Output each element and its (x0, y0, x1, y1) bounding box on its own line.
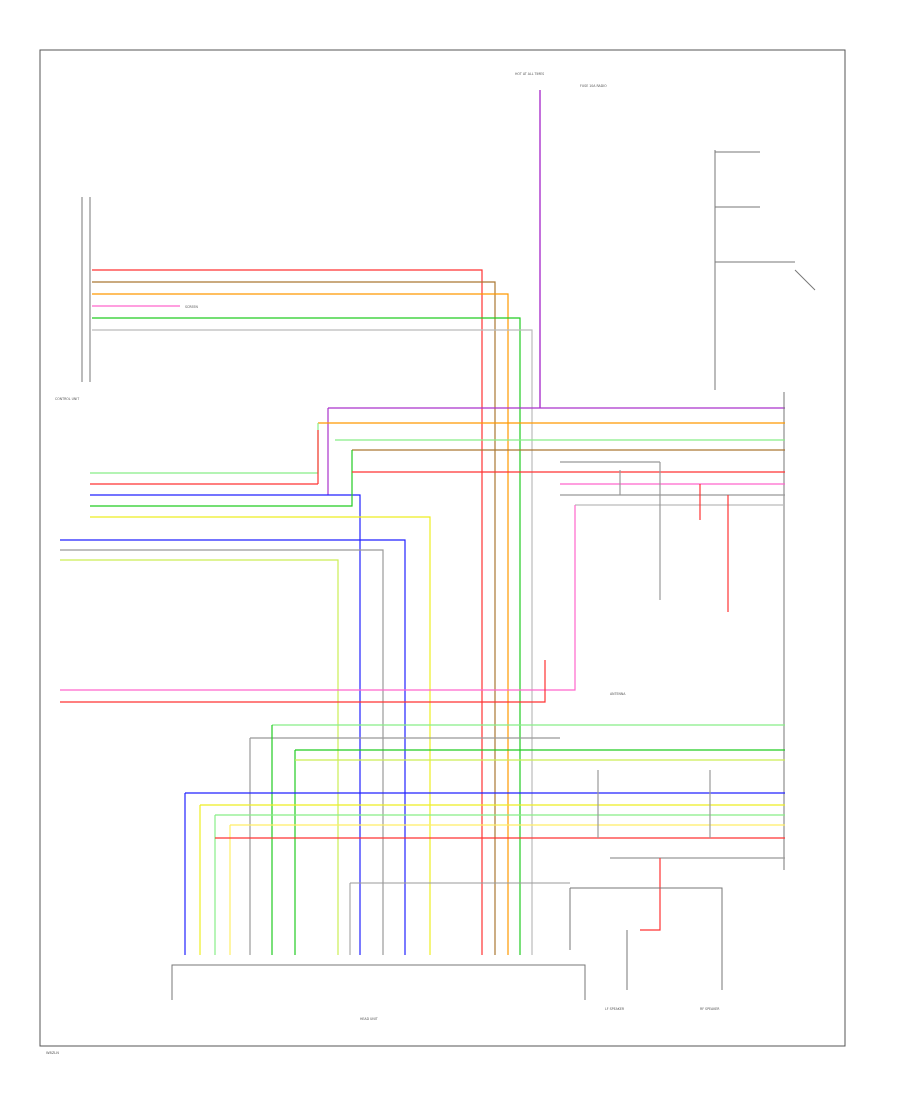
head-unit-block (171, 882, 586, 1000)
hot-all-times-sub-label: FUSE 10A RADIO (580, 84, 607, 88)
wires-lower (184, 724, 785, 955)
left-speaker-label: LF SPEAKER (605, 1007, 625, 1011)
diagram-border (39, 49, 846, 1047)
wires-upper-left (92, 269, 533, 955)
antenna-label: ANTENNA (610, 692, 626, 696)
left-connector-block (81, 197, 91, 382)
wires-left-middle (60, 505, 576, 955)
screen-label: SCREEN (185, 305, 198, 309)
wires-middle (90, 422, 785, 955)
right-speaker-label: RF SPEAKER (700, 1007, 720, 1011)
switch-area-upper-right (714, 150, 816, 390)
control-unit-label: CONTROL UNIT (55, 397, 79, 401)
hot-all-times-label: HOT AT ALL TIMES (515, 72, 544, 76)
head-unit-label: HEAD UNIT (360, 1017, 378, 1021)
bottom-right-components (569, 887, 723, 990)
footer-code: W8ZLN (46, 1051, 59, 1055)
